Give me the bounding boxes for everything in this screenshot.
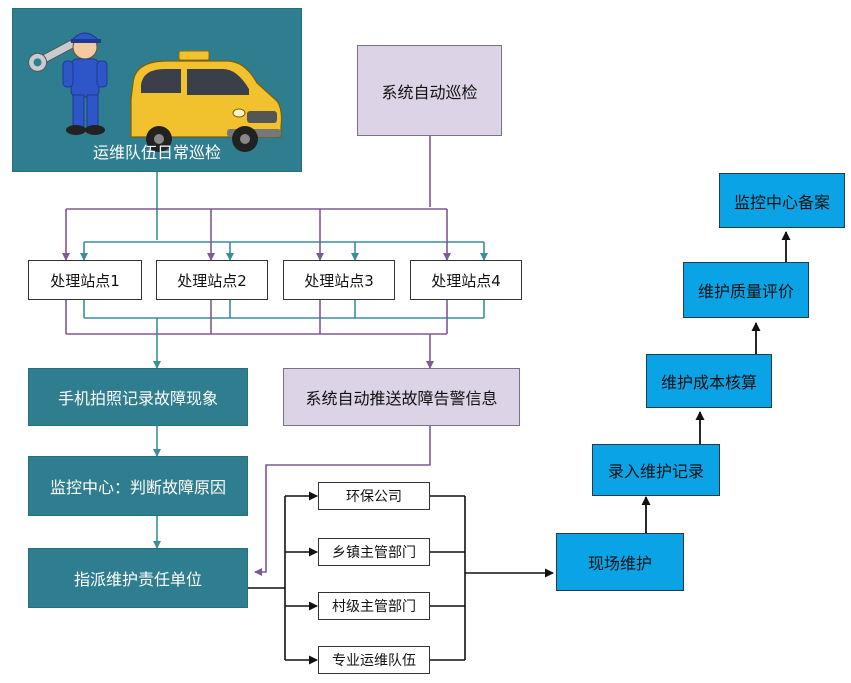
entry-record-label: 录入维护记录 — [607, 462, 704, 481]
station-3-label: 处理站点3 — [304, 271, 374, 290]
mechanic-illustration — [28, 32, 108, 135]
station-4-box: 处理站点4 — [410, 260, 522, 300]
assign-unit-label: 指派维护责任单位 — [73, 570, 202, 589]
station-1-box: 处理站点1 — [28, 260, 142, 300]
station-2-box: 处理站点2 — [156, 260, 268, 300]
monitor-filing-label: 监控中心备案 — [733, 192, 830, 212]
monitor-judge-box: 监控中心：判断故障原因 — [28, 456, 248, 516]
assign-unit-box: 指派维护责任单位 — [28, 548, 248, 608]
entry-record-box: 录入维护记录 — [592, 444, 720, 496]
station-2-label: 处理站点2 — [177, 271, 247, 290]
cost-accounting-box: 维护成本核算 — [646, 354, 772, 408]
auto-patrol-box: 系统自动巡检 — [357, 45, 502, 136]
quality-evaluation-box: 维护质量评价 — [683, 262, 809, 318]
team-patrol-box: 运维队伍日常巡检 — [12, 8, 302, 172]
auto-alert-label: 系统自动推送故障告警信息 — [305, 389, 498, 408]
van-illustration — [130, 50, 283, 152]
township-dept-box: 乡镇主管部门 — [318, 538, 430, 566]
phone-record-collection — [83, 300, 485, 369]
assign-distribution — [247, 491, 318, 665]
pro-team-label: 专业运维队伍 — [332, 653, 416, 669]
monitor-judge-label: 监控中心：判断故障原因 — [49, 478, 226, 497]
station-3-box: 处理站点3 — [283, 260, 395, 300]
onsite-maintenance-box: 现场维护 — [556, 533, 684, 591]
team-patrol-label: 运维队伍日常巡检 — [92, 143, 221, 162]
auto-alert-box: 系统自动推送故障告警信息 — [283, 368, 520, 426]
township-dept-label: 乡镇主管部门 — [332, 545, 416, 561]
auto-alert-collection — [65, 300, 448, 369]
onsite-maintenance-label: 现场维护 — [587, 554, 652, 573]
phone-record-label: 手机拍照记录故障现象 — [57, 389, 218, 408]
village-dept-box: 村级主管部门 — [318, 592, 430, 620]
quality-evaluation-label: 维护质量评价 — [697, 282, 794, 301]
auto-patrol-label: 系统自动巡检 — [381, 82, 478, 102]
team-patrol-distribution — [80, 172, 488, 261]
cost-accounting-label: 维护成本核算 — [660, 373, 757, 392]
units-collection — [430, 495, 554, 661]
phone-record-box: 手机拍照记录故障现象 — [28, 368, 248, 426]
auto-patrol-distribution — [62, 136, 451, 261]
env-company-box: 环保公司 — [318, 482, 430, 510]
pro-team-box: 专业运维队伍 — [318, 646, 430, 674]
env-company-label: 环保公司 — [346, 489, 402, 505]
station-1-label: 处理站点1 — [50, 271, 120, 290]
alert-to-assign-connector — [254, 426, 431, 576]
village-dept-label: 村级主管部门 — [332, 599, 416, 615]
upward-chain — [641, 231, 791, 533]
monitor-filing-box: 监控中心备案 — [719, 173, 845, 228]
station-4-label: 处理站点4 — [431, 271, 501, 290]
